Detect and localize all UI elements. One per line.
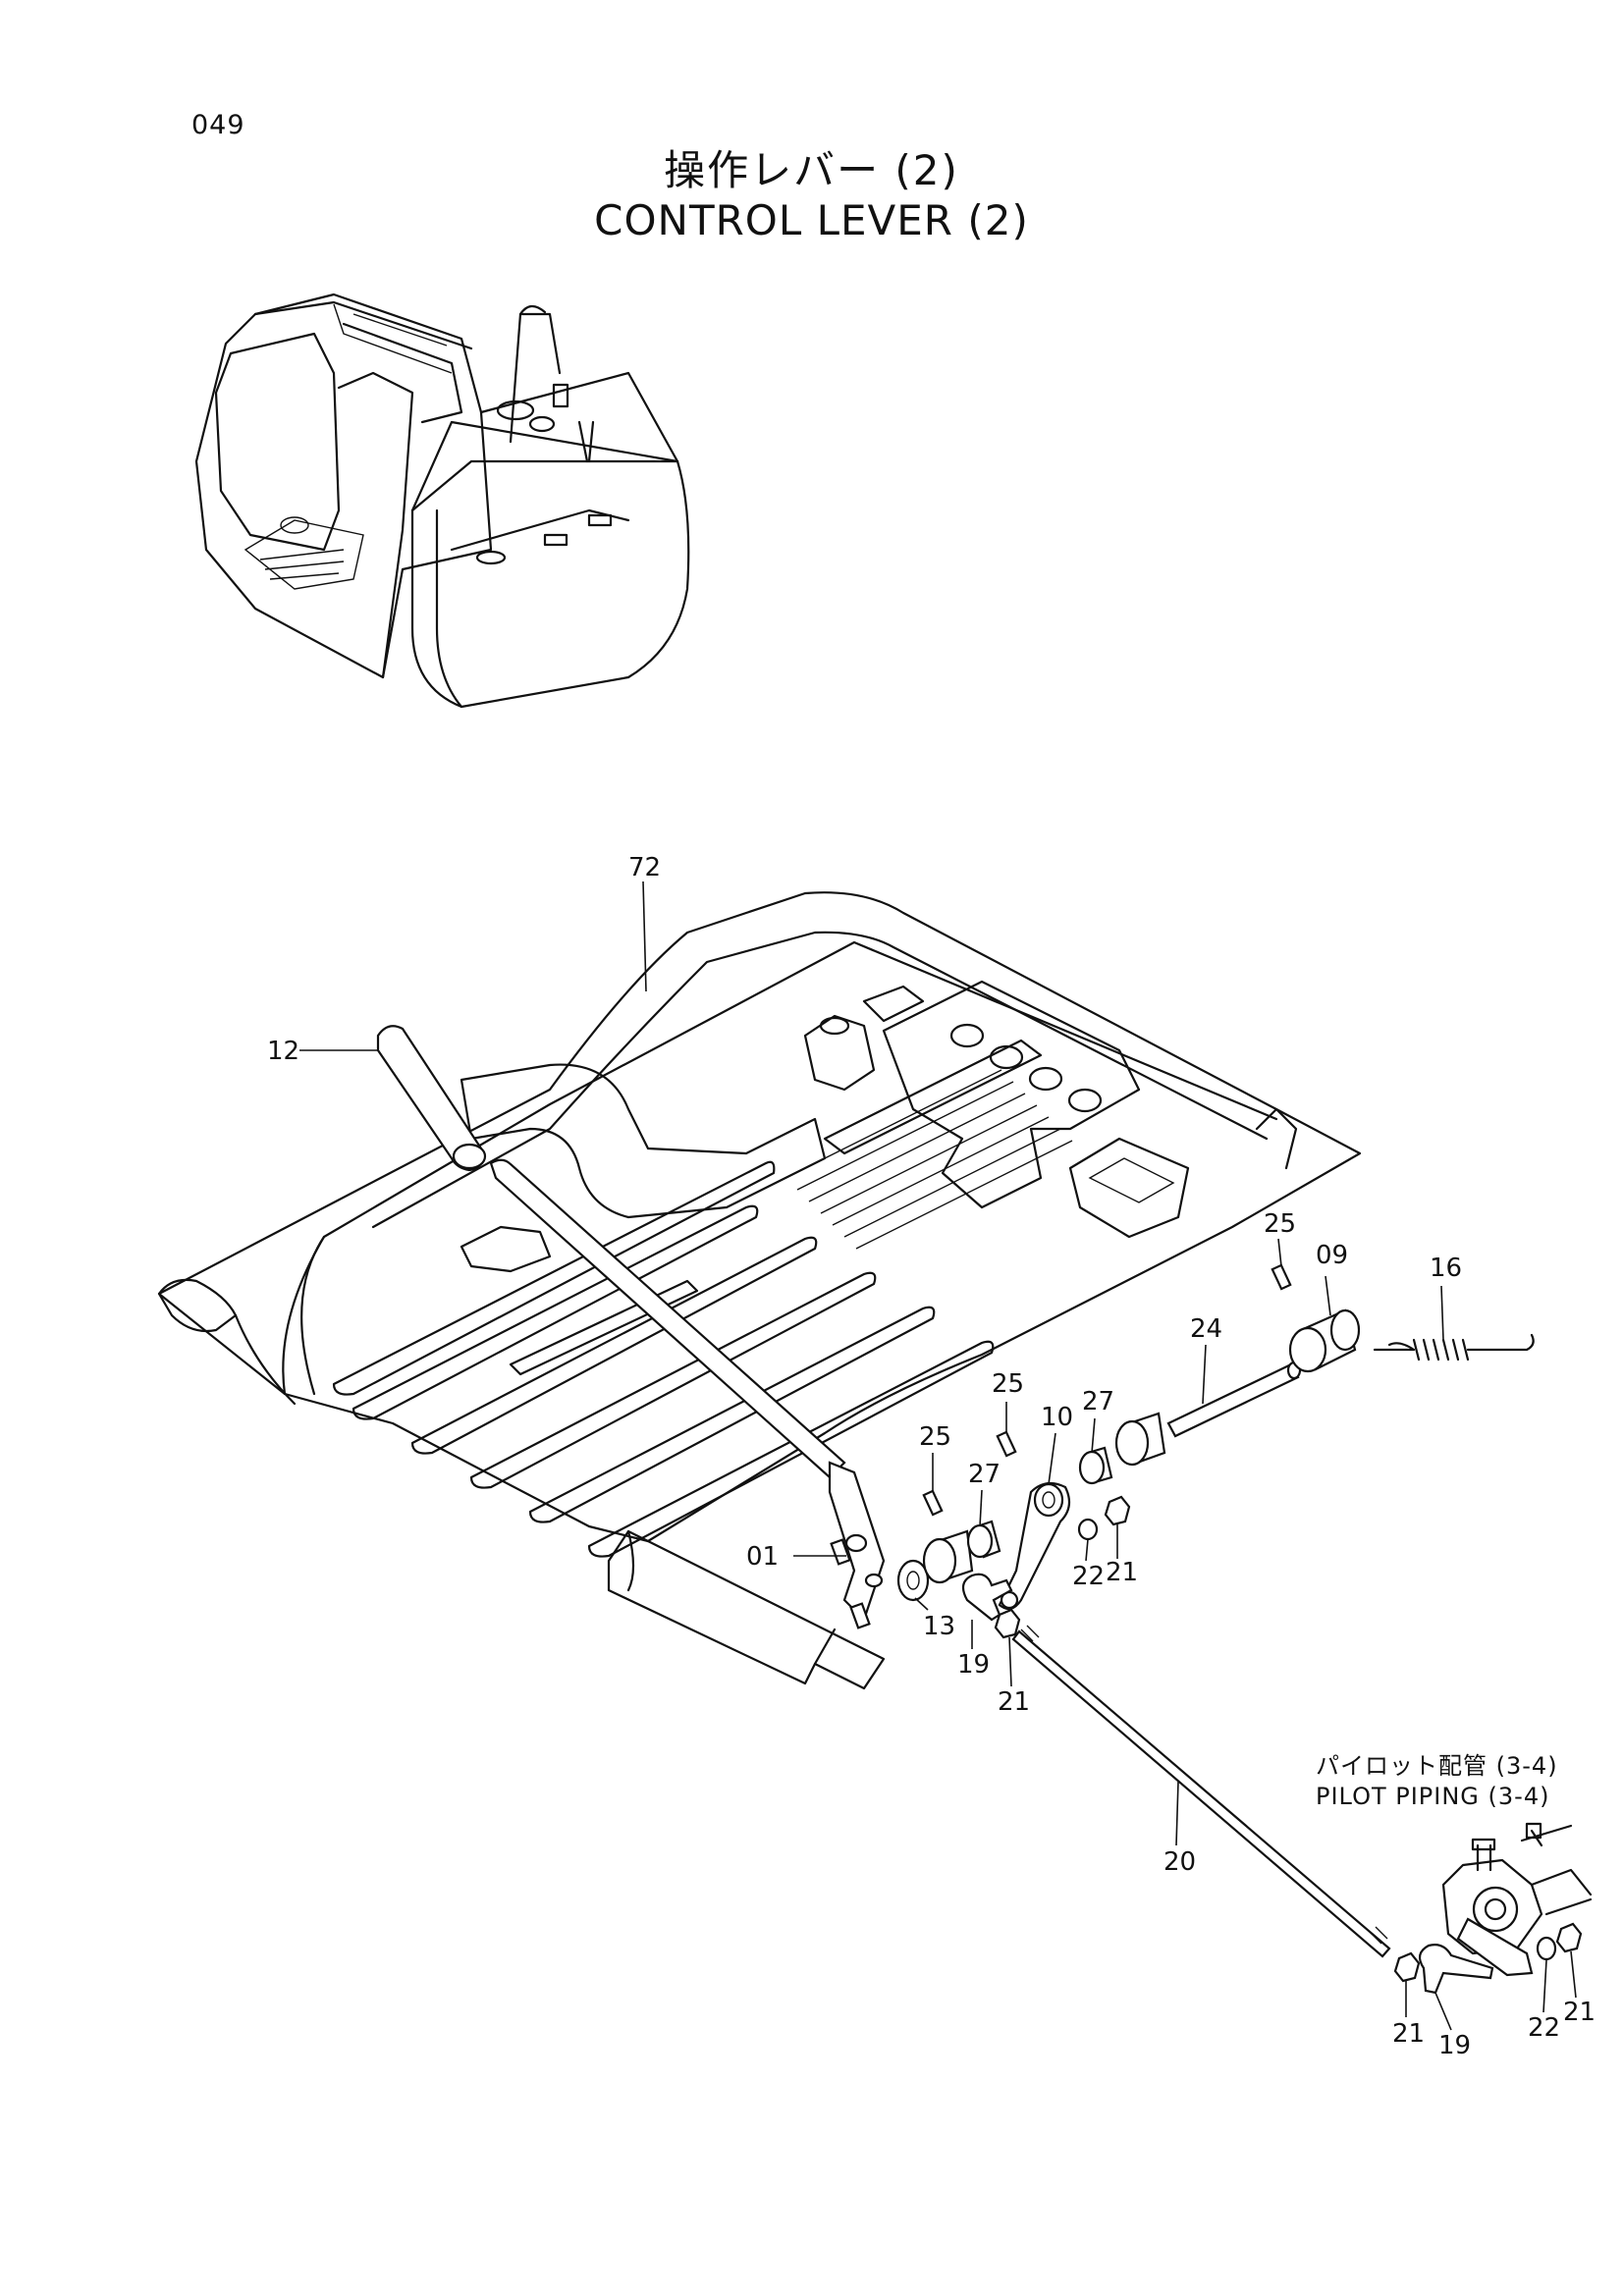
callout-27: 27: [968, 1460, 1001, 1489]
callout-24: 24: [1190, 1314, 1222, 1344]
machine-overview-illustration: [194, 293, 690, 709]
linkage-parts-group: [896, 1263, 1535, 1639]
callout-12: 12: [267, 1037, 299, 1066]
callout-labels: 72 12 25 09 16 24 25 10 27 25 27 01 22 2…: [267, 853, 1596, 2060]
callout-27: 27: [1082, 1387, 1114, 1416]
page-title-japanese: 操作レバー (2): [664, 146, 959, 194]
callout-10: 10: [1041, 1403, 1073, 1432]
callout-72: 72: [628, 853, 661, 882]
callout-19: 19: [957, 1650, 990, 1680]
reference-note-japanese: パイロット配管 (3-4): [1316, 1752, 1558, 1780]
callout-01: 01: [746, 1542, 779, 1572]
page-title-english: CONTROL LEVER (2): [594, 196, 1029, 244]
reference-note-english: PILOT PIPING (3-4): [1316, 1783, 1550, 1810]
lever-part-01: [489, 1158, 886, 1629]
page-number: 049: [191, 110, 245, 140]
callout-22: 22: [1072, 1562, 1105, 1591]
pilot-valve-assembly: [1393, 1822, 1593, 1995]
callout-20: 20: [1163, 1847, 1196, 1877]
callout-13: 13: [923, 1612, 955, 1641]
callout-09: 09: [1316, 1241, 1348, 1270]
callout-22: 22: [1528, 2013, 1560, 2043]
grip-part-12: [376, 1025, 487, 1172]
callout-leader-lines: [299, 881, 1577, 2031]
callout-21: 21: [1392, 2019, 1425, 2049]
callout-25: 25: [992, 1369, 1024, 1399]
callout-21: 21: [998, 1687, 1030, 1717]
floor-plate-part-72: [157, 891, 1362, 1690]
callout-25: 25: [919, 1422, 951, 1452]
callout-21: 21: [1106, 1558, 1138, 1587]
callout-19: 19: [1438, 2031, 1471, 2060]
callout-16: 16: [1430, 1254, 1462, 1283]
callout-21: 21: [1563, 1998, 1596, 2027]
rod-part-20: [1011, 1625, 1391, 1958]
reference-note: パイロット配管 (3-4) PILOT PIPING (3-4): [1316, 1751, 1558, 1812]
callout-25: 25: [1264, 1209, 1296, 1239]
